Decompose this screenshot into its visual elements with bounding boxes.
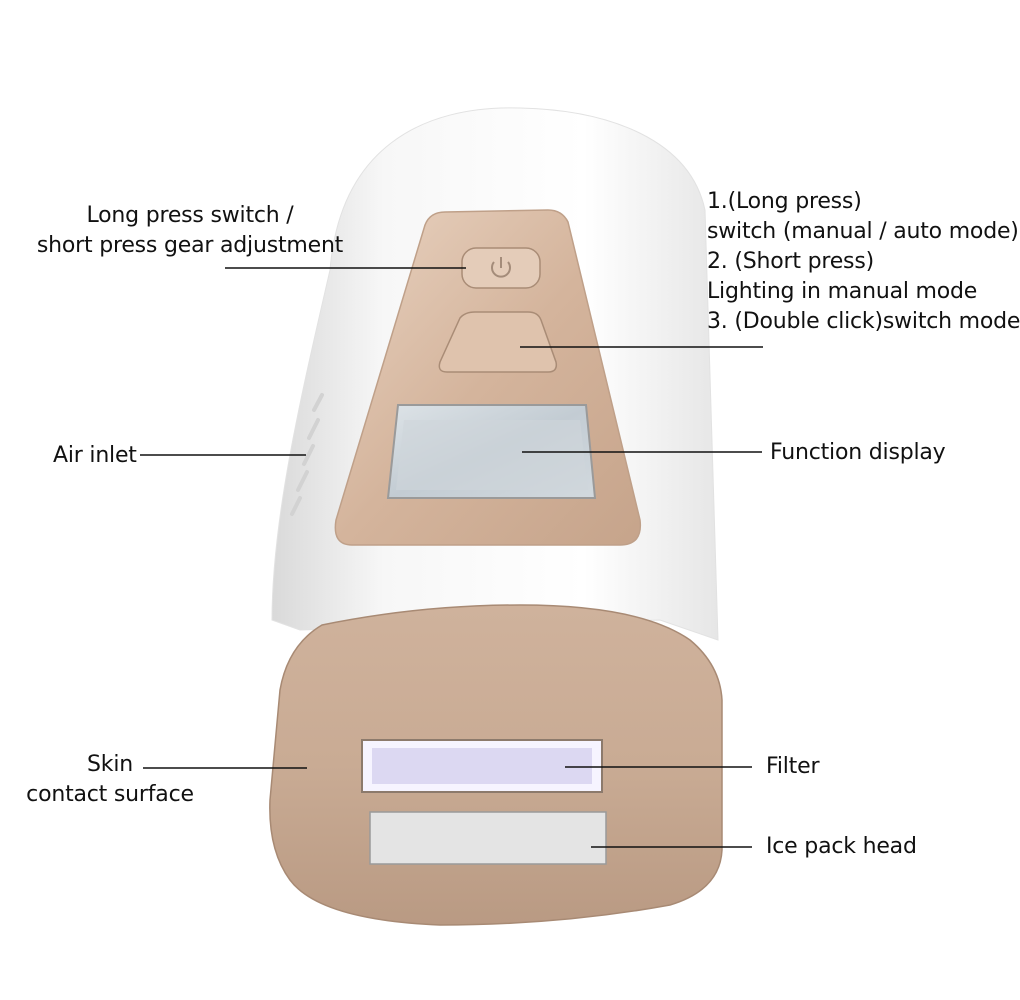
label-mode-button-line-2: switch (manual / auto mode) [707,219,1019,244]
label-ice-pack-line-1: Ice pack head [766,834,917,859]
power-icon [491,257,511,278]
label-power-button-line-2: short press gear adjustment [36,233,344,258]
label-air-inlet: Air inlet [53,441,137,471]
label-air-inlet-line-1: Air inlet [53,443,137,468]
label-filter: Filter [766,752,819,782]
mode-button[interactable] [438,311,558,373]
label-mode-button-line-1: 1.(Long press) [707,189,862,214]
label-mode-button-line-4: Lighting in manual mode [707,279,978,304]
label-mode-button-line-5: 3. (Double click)switch mode [707,309,1020,334]
label-power-button: Long press switch / short press gear adj… [25,201,355,261]
label-mode-button-line-3: 2. (Short press) [707,249,874,274]
label-mode-button: 1.(Long press) switch (manual / auto mod… [707,187,1020,337]
label-power-button-line-1: Long press switch / [86,203,294,228]
label-function-display: Function display [770,438,946,468]
label-function-display-line-1: Function display [770,440,946,465]
label-ice-pack: Ice pack head [766,832,917,862]
label-skin-contact-line-2: contact surface [26,782,194,807]
leader-lines [140,267,763,848]
label-filter-line-1: Filter [766,754,820,779]
label-skin-contact: Skin contact surface [20,750,200,810]
label-skin-contact-line-1: Skin [87,752,133,777]
ice-pack-head [369,811,607,865]
air-inlet-slots [290,393,324,516]
